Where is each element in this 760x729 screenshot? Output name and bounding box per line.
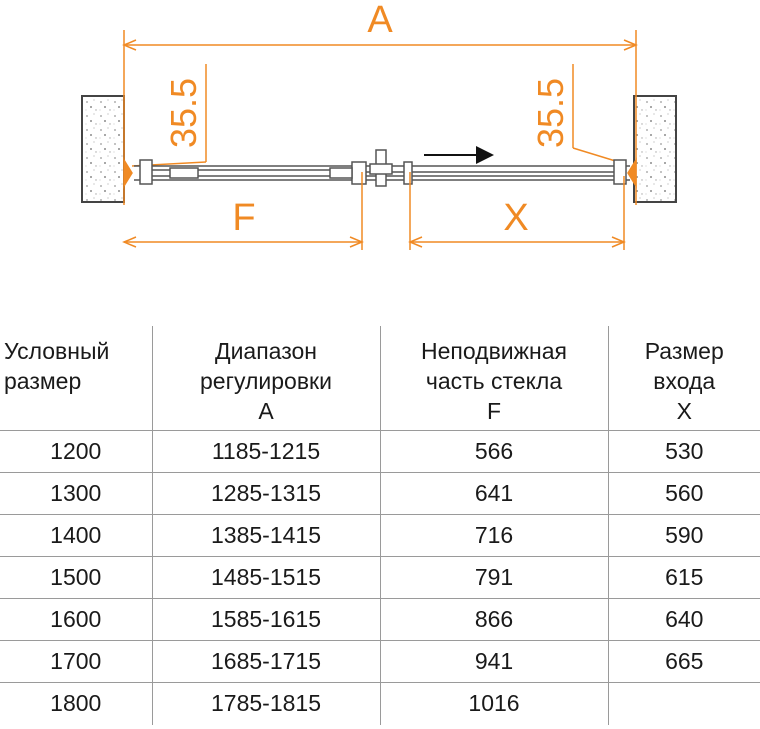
dimension-x bbox=[408, 172, 626, 250]
cell-range: 1685-1715 bbox=[152, 640, 381, 683]
cell-entrance: 665 bbox=[608, 640, 760, 683]
cell-nominal: 1400 bbox=[0, 514, 153, 557]
left-wall bbox=[81, 95, 125, 203]
cell-nominal: 1600 bbox=[0, 598, 153, 641]
cell-range: 1385-1415 bbox=[152, 514, 381, 557]
offset-right bbox=[572, 64, 623, 164]
cell-nominal: 1800 bbox=[0, 682, 153, 725]
cell-fixed: 641 bbox=[380, 472, 609, 515]
cell-fixed: 716 bbox=[380, 514, 609, 557]
label-f: F bbox=[232, 197, 255, 239]
table-row: 1400 1385-1415 716 590 bbox=[0, 514, 760, 557]
cell-range: 1285-1315 bbox=[152, 472, 381, 515]
table-row: 1300 1285-1315 641 560 bbox=[0, 472, 760, 515]
cell-fixed: 941 bbox=[380, 640, 609, 683]
cell-entrance: 530 bbox=[608, 430, 760, 473]
label-left-offset: 35.5 bbox=[163, 78, 204, 148]
table-row: 1600 1585-1615 866 640 bbox=[0, 598, 760, 641]
cell-range: 1585-1615 bbox=[152, 598, 381, 641]
door-profile bbox=[134, 149, 630, 187]
cell-entrance: 590 bbox=[608, 514, 760, 557]
shower-door-diagram: A 35.5 35.5 bbox=[81, 0, 677, 250]
cell-entrance: 640 bbox=[608, 598, 760, 641]
cell-range: 1185-1215 bbox=[152, 430, 381, 473]
cell-fixed: 866 bbox=[380, 598, 609, 641]
table-row: 1800 1785-1815 1016 bbox=[0, 682, 760, 725]
cell-range: 1785-1815 bbox=[152, 682, 381, 725]
label-a: A bbox=[367, 0, 393, 41]
right-wall bbox=[633, 95, 677, 203]
slide-direction-arrow bbox=[424, 146, 494, 164]
label-x: X bbox=[503, 197, 528, 239]
cell-range: 1485-1515 bbox=[152, 556, 381, 599]
cell-fixed: 566 bbox=[380, 430, 609, 473]
table-row: 1200 1185-1215 566 530 bbox=[0, 430, 760, 473]
table-row: 1500 1485-1515 791 615 bbox=[0, 556, 760, 599]
table-row: 1700 1685-1715 941 665 bbox=[0, 640, 760, 683]
cell-entrance: 560 bbox=[608, 472, 760, 515]
cell-nominal: 1700 bbox=[0, 640, 153, 683]
cell-fixed: 791 bbox=[380, 556, 609, 599]
dimension-f bbox=[122, 172, 364, 250]
label-right-offset: 35.5 bbox=[530, 78, 571, 148]
cell-nominal: 1500 bbox=[0, 556, 153, 599]
cell-nominal: 1200 bbox=[0, 430, 153, 473]
cell-entrance: 615 bbox=[608, 556, 760, 599]
cell-nominal: 1300 bbox=[0, 472, 153, 515]
cell-fixed: 1016 bbox=[380, 682, 609, 725]
cell-entrance bbox=[608, 682, 760, 725]
